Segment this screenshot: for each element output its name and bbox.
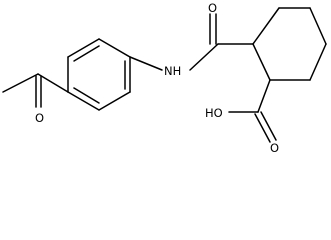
ketone-oxygen-label: O — [35, 111, 44, 125]
bond-carboxyl-co-b — [260, 111, 277, 141]
bond-cyclohexane-carboxyl — [257, 79, 271, 113]
amide-oxygen-label: O — [208, 1, 217, 15]
carboxylic-oxygen-label: O — [270, 141, 279, 155]
bond-nh-carbonyl — [189, 43, 219, 71]
bond-ring-nh — [129, 56, 163, 71]
bond-cyclohexane-3 — [309, 7, 327, 45]
bond-ring-inner-1 — [73, 45, 100, 62]
bond-cyclohexane-1 — [252, 7, 280, 45]
bond-ring-6 — [67, 91, 100, 111]
bond-cyclohexane-6 — [252, 43, 271, 81]
bond-ring-inner-3 — [73, 87, 100, 104]
bond-ring-3 — [98, 38, 131, 58]
bond-carbonyl-ring — [37, 73, 69, 93]
structure-diagram: O O NH HO O — [2, 1, 327, 155]
amide-nh-label: NH — [164, 64, 181, 78]
bond-methyl-carbonyl — [2, 73, 39, 93]
bond-carboxyl-co-a — [254, 113, 271, 143]
carboxylic-oh-label: HO — [205, 106, 223, 120]
bond-ring-2 — [67, 38, 100, 58]
bond-ring-5 — [98, 91, 131, 111]
structure-figure: O O NH HO O — [2, 1, 327, 155]
bond-cyclohexane-4 — [309, 43, 327, 81]
